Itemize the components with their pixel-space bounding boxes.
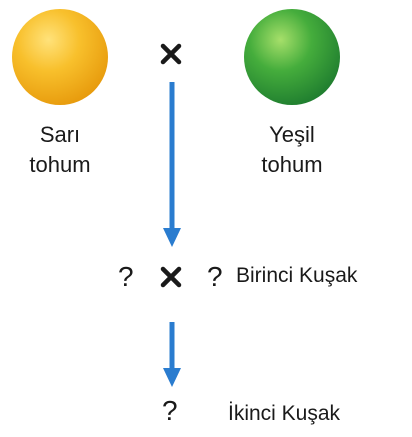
down-arrow-icon [161,82,183,248]
second-gen-unknown: ? [162,395,178,426]
yellow-seed-sphere [9,6,111,108]
yellow-seed-label: Sarı tohum [10,120,110,180]
first-gen-unknown-left: ? [118,261,134,292]
green-seed-icon [244,9,340,105]
parents-cross-icon [159,42,183,66]
yellow-seed-label-line1: Sarı [39,122,81,147]
green-seed-label-line2: tohum [261,152,323,177]
yellow-seed-icon [12,9,108,105]
green-seed-label-line1: Yeşil [269,122,315,147]
green-seed-sphere [241,6,343,108]
down-arrow-icon [161,322,183,388]
first-gen-cross-icon [159,265,183,289]
first-gen-unknown-right: ? [207,261,223,292]
green-seed-label: Yeşil tohum [242,120,342,180]
yellow-seed-label-line2: tohum [29,152,91,177]
first-generation-label: Birinci Kuşak [236,264,358,287]
second-generation-label: İkinci Kuşak [228,402,341,425]
